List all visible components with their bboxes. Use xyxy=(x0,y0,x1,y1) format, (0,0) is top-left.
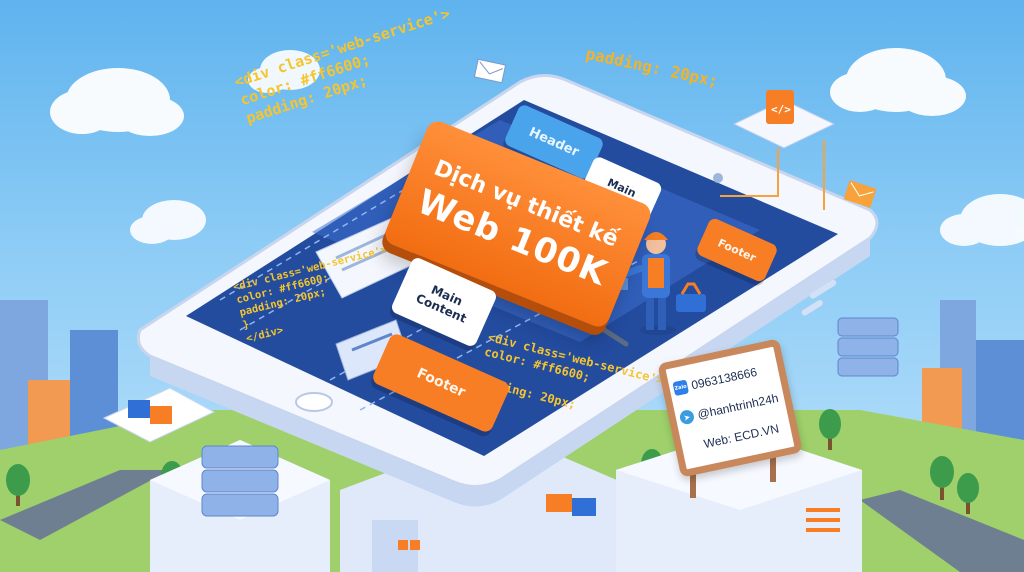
screen-dashed-lines xyxy=(219,149,641,411)
power-button[interactable] xyxy=(800,299,824,317)
contact-telegram-row[interactable]: ➤ @hanhtrinh24h xyxy=(678,390,782,426)
contact-telegram: @hanhtrinh24h xyxy=(696,390,780,422)
cloud-small xyxy=(248,50,320,93)
server-stack-left xyxy=(201,445,279,517)
tablet-camera xyxy=(713,173,723,183)
email-icon xyxy=(473,58,507,84)
road xyxy=(0,470,170,540)
contact-phone-row[interactable]: Zalo 0963138666 xyxy=(672,361,775,397)
cloud-mid-right xyxy=(940,194,1024,246)
platform-right xyxy=(616,430,862,572)
road-right xyxy=(860,490,1024,572)
contact-website[interactable]: Web: ECD.VN xyxy=(702,421,781,452)
volume-button[interactable] xyxy=(809,279,838,300)
svg-text:</>: </> xyxy=(771,103,791,116)
cloud-mid-left xyxy=(130,200,206,244)
home-button[interactable] xyxy=(295,392,333,412)
contact-phone: 0963138666 xyxy=(690,364,759,393)
telegram-icon: ➤ xyxy=(678,408,696,426)
tablet-side xyxy=(150,238,870,507)
code-file-icon: </> xyxy=(732,90,836,149)
cloud-left xyxy=(50,68,184,136)
blocks-icon xyxy=(102,387,596,516)
cloud-right xyxy=(830,48,966,116)
signboard-stand xyxy=(690,440,776,498)
envelope-icon xyxy=(843,180,877,208)
zalo-icon: Zalo xyxy=(672,379,690,397)
toolbox-icon xyxy=(676,282,706,312)
server-stack-right xyxy=(837,317,899,377)
